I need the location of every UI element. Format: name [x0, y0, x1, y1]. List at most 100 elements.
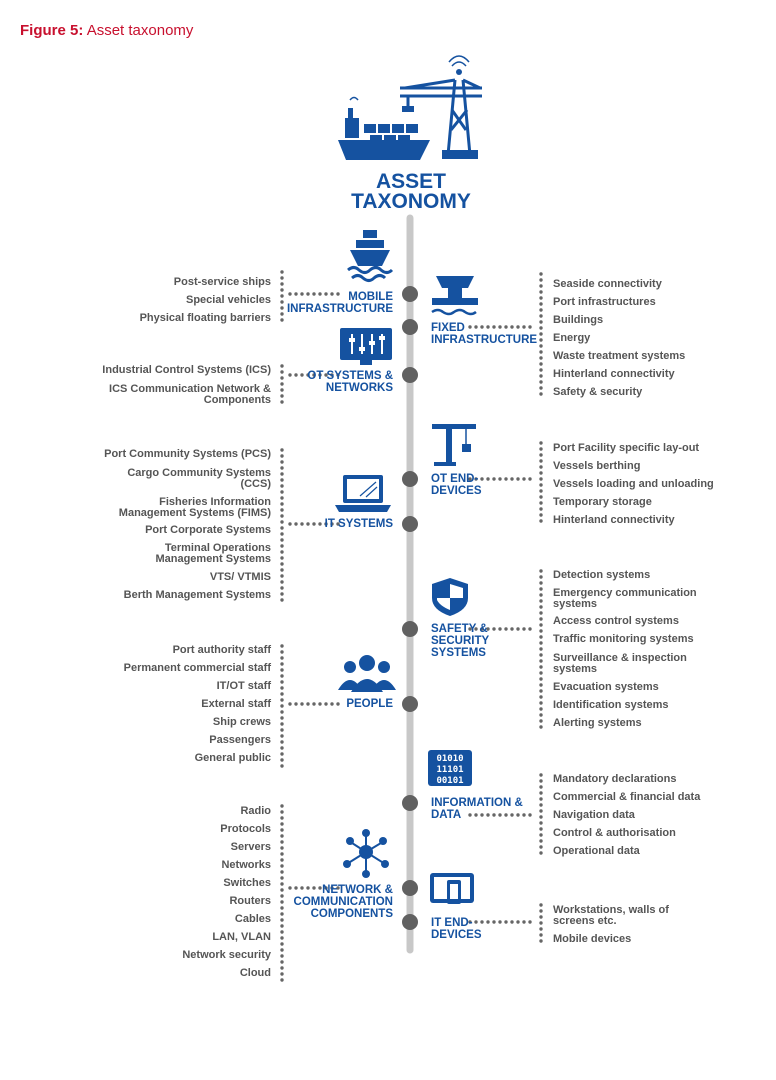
bracket-dots [539, 779, 543, 783]
list-item: Routers [229, 895, 271, 907]
bracket-dots [280, 394, 284, 398]
bracket-dots [280, 460, 284, 464]
connector-dots [486, 813, 490, 817]
connector-dots [504, 477, 508, 481]
connector-dots [474, 627, 478, 631]
bracket-dots [280, 840, 284, 844]
bracket-dots [539, 575, 543, 579]
timeline-node [402, 286, 418, 302]
bracket-dots [280, 318, 284, 322]
bracket-dots [280, 960, 284, 964]
connector-dots [324, 292, 328, 296]
bracket-dots [539, 290, 543, 294]
bracket-dots [539, 278, 543, 282]
list-item: Access control systems [553, 615, 679, 627]
connector-dots [516, 813, 520, 817]
bracket-dots [539, 713, 543, 717]
connector-dots [492, 627, 496, 631]
bracket-dots [539, 308, 543, 312]
bracket-dots [280, 376, 284, 380]
bracket-dots [280, 954, 284, 958]
connector-dots [324, 702, 328, 706]
bracket-dots [539, 356, 543, 360]
bracket-dots [539, 659, 543, 663]
bracket-dots [539, 921, 543, 925]
bracket-dots [280, 972, 284, 976]
list-item: Passengers [209, 734, 271, 746]
connector-dots [498, 813, 502, 817]
connector-dots [324, 522, 328, 526]
connector-dots [306, 886, 310, 890]
bracket-dots [539, 296, 543, 300]
bracket-dots [280, 764, 284, 768]
bracket-dots [539, 725, 543, 729]
bracket-dots [280, 282, 284, 286]
connector-dots [510, 627, 514, 631]
people-group-icon [338, 655, 396, 692]
connector-dots [528, 627, 532, 631]
connector-dots [486, 325, 490, 329]
timeline-node [402, 471, 418, 487]
bracket-dots [280, 294, 284, 298]
bracket-dots [280, 912, 284, 916]
bracket-dots [539, 845, 543, 849]
connector-dots [330, 292, 334, 296]
bracket-dots [280, 592, 284, 596]
connector-dots [336, 522, 340, 526]
bracket-dots [280, 478, 284, 482]
category-label-line: OT SYSTEMS & [307, 370, 393, 382]
connector-dots [300, 702, 304, 706]
bracket-dots [539, 374, 543, 378]
list-item: Port Facility specific lay-out [553, 442, 700, 454]
bracket-dots [539, 392, 543, 396]
connector-dots [516, 477, 520, 481]
bracket-dots [280, 532, 284, 536]
timeline-node [402, 516, 418, 532]
bracket-dots [539, 629, 543, 633]
connector-dots [480, 813, 484, 817]
bracket-dots [539, 797, 543, 801]
category-people: PEOPLE [346, 698, 393, 710]
bracket-dots [280, 472, 284, 476]
figure-caption: Figure 5: Asset taxonomy [20, 22, 193, 39]
bracket-dots [280, 674, 284, 678]
bracket-dots [280, 918, 284, 922]
bracket-dots [539, 933, 543, 937]
category-label-line: PEOPLE [346, 698, 393, 710]
connector-dots [474, 920, 478, 924]
connector-dots [306, 292, 310, 296]
bracket-dots [539, 587, 543, 591]
bracket-dots [280, 514, 284, 518]
bracket-dots [280, 644, 284, 648]
bracket-dots [539, 821, 543, 825]
connector-dots [318, 886, 322, 890]
connector-dots [504, 627, 508, 631]
bracket-dots [539, 903, 543, 907]
bracket-dots [280, 526, 284, 530]
bracket-dots [280, 388, 284, 392]
bracket-dots [539, 851, 543, 855]
connector-dots [312, 373, 316, 377]
list-item: Vessels loading and unloading [553, 478, 714, 490]
list-item: Special vehicles [186, 294, 271, 306]
bracket-dots [539, 833, 543, 837]
connector-dots [468, 920, 472, 924]
connector-dots [468, 813, 472, 817]
list-item: External staff [201, 698, 271, 710]
bracket-dots [280, 466, 284, 470]
bracket-dots [539, 665, 543, 669]
diagram-title: ASSET TAXONOMY [330, 171, 492, 212]
bracket-dots [280, 270, 284, 274]
category-ot-systems: OT SYSTEMS & NETWORKS [307, 370, 393, 394]
bracket-dots [539, 441, 543, 445]
list-item: Detection systems [553, 569, 651, 581]
connector-dots [288, 702, 292, 706]
timeline-node [402, 319, 418, 335]
connector-dots [522, 920, 526, 924]
connector-dots [294, 292, 298, 296]
list-item-cont: Components [203, 394, 271, 406]
connector-dots [336, 292, 340, 296]
bracket-dots [280, 870, 284, 874]
bracket-dots [539, 459, 543, 463]
